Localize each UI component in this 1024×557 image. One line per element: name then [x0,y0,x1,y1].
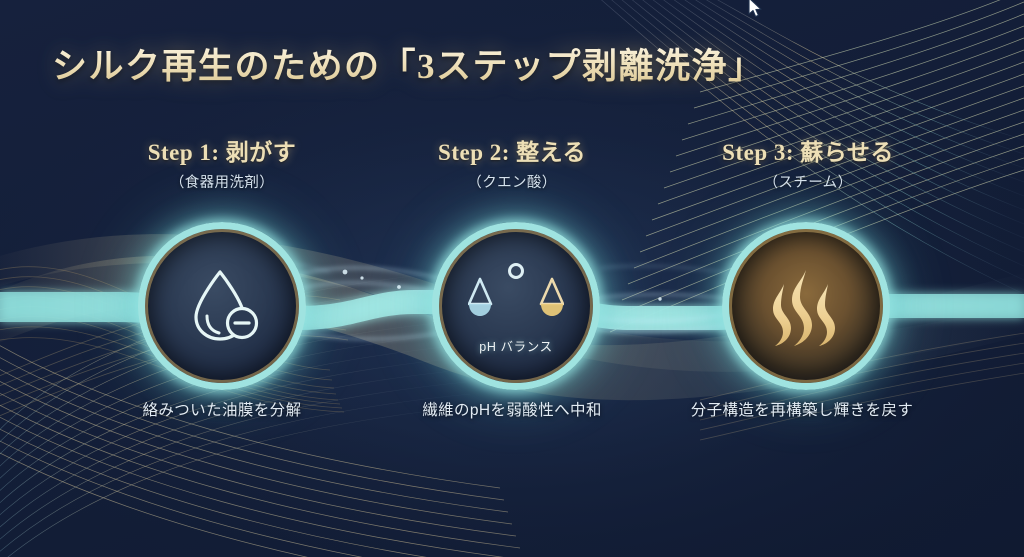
step-3-subtitle: （スチーム） [763,174,853,191]
balance-scale-icon [468,263,564,325]
step-1-title: Step 1: 剥がす [147,140,297,165]
step-1-caption: 絡みついた油膜を分解 [142,402,302,419]
step-2-subtitle: （クエン酸） [467,174,557,191]
step-3-caption: 分子構造を再構築し輝きを戻す [690,402,914,419]
step-3-circle [722,222,890,390]
step-3: Step 3: 蘇らせる （スチーム） [658,140,958,192]
step-2-circle: pH バランス [432,222,600,390]
step-3-title: Step 3: 蘇らせる [722,140,894,165]
step-1-node[interactable] [138,222,306,390]
step-2-caption: 繊維のpHを弱酸性へ中和 [422,402,602,419]
step-2: Step 2: 整える （クエン酸） [362,140,662,192]
step-3-icon-area [729,229,883,383]
step-1-icon-area [145,229,299,383]
step-2-icon-area: pH バランス [439,229,593,383]
water-droplet-minus-icon [194,269,259,341]
page-title: シルク再生のための「3ステップ剥離洗浄」 [52,38,765,89]
steam-waves-icon [773,269,835,346]
step-2-icon-label: pH バランス [479,340,553,354]
step-1-subtitle: （食器用洗剤） [169,174,275,191]
step-1: Step 1: 剥がす （食器用洗剤） [72,140,372,192]
step-2-title: Step 2: 整える [438,140,586,165]
step-1-circle [138,222,306,390]
step-2-node[interactable]: pH バランス [432,222,600,390]
step-3-node[interactable] [722,222,890,390]
